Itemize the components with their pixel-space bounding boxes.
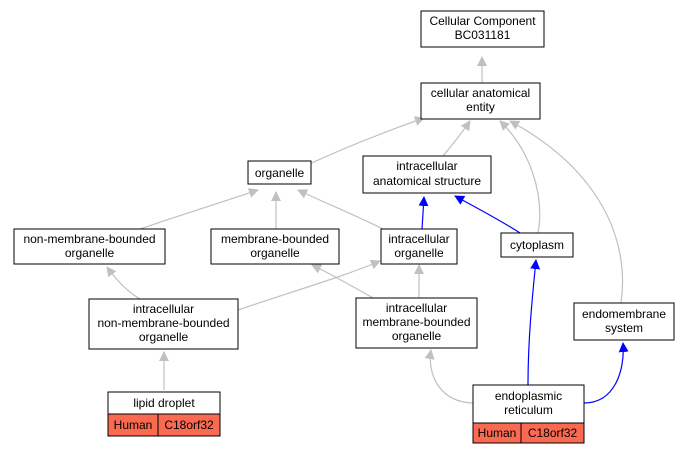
node-non-membrane-bounded-organelle[interactable]: non-membrane-bounded organelle bbox=[13, 228, 166, 265]
node-intracellular-anatomical-structure[interactable]: intracellular anatomical structure bbox=[362, 155, 492, 194]
node-io-line-2: organelle bbox=[394, 246, 444, 260]
edge-er-to-imbo bbox=[424, 349, 474, 404]
lipid-annotation-species: Human bbox=[114, 418, 153, 432]
lipid-annotation-gene: C18orf32 bbox=[164, 418, 214, 432]
node-intracellular-membrane-bounded-organelle[interactable]: intracellular membrane-bounded organelle bbox=[355, 297, 478, 349]
node-membrane-bounded-organelle[interactable]: membrane-bounded organelle bbox=[210, 228, 340, 265]
node-er-line-2: reticulum bbox=[504, 403, 553, 417]
node-organelle-line-1: organelle bbox=[255, 166, 305, 180]
node-er-line-1: endoplasmic bbox=[495, 389, 562, 403]
node-lipid-droplet[interactable]: lipid droplet Human C18orf32 bbox=[107, 391, 221, 437]
node-nmbo-line-1: non-membrane-bounded bbox=[23, 232, 155, 246]
node-io-line-1: intracellular bbox=[388, 232, 449, 246]
node-inmbo-line-2: non-membrane-bounded bbox=[97, 316, 229, 330]
node-root[interactable]: Cellular Component BC031181 bbox=[420, 10, 545, 48]
node-cae-line-2: entity bbox=[466, 100, 495, 114]
node-imbo-line-3: organelle bbox=[392, 329, 442, 343]
node-cae-line-1: cellular anatomical bbox=[431, 86, 530, 100]
edge-inmbo-to-nmbo bbox=[106, 266, 141, 300]
node-lipid-line-1: lipid droplet bbox=[133, 396, 195, 410]
node-ias-line-2: anatomical structure bbox=[373, 174, 481, 188]
edge-io-to-organelle bbox=[297, 189, 384, 230]
node-cytoplasm-line-1: cytoplasm bbox=[510, 238, 564, 252]
edges bbox=[106, 56, 629, 404]
node-organelle[interactable]: organelle bbox=[247, 160, 312, 185]
node-inmbo-line-1: intracellular bbox=[133, 302, 194, 316]
node-endoplasmic-reticulum[interactable]: endoplasmic reticulum Human C18orf32 bbox=[472, 384, 585, 444]
edge-cytoplasm-to-ias bbox=[454, 195, 521, 234]
node-mbo-line-2: organelle bbox=[250, 246, 300, 260]
node-endomembrane-line-2: system bbox=[605, 321, 643, 335]
node-cytoplasm[interactable]: cytoplasm bbox=[500, 232, 574, 258]
node-inmbo-line-3: organelle bbox=[139, 330, 189, 344]
node-endomembrane-system[interactable]: endomembrane system bbox=[573, 302, 675, 341]
edge-nmbo-to-organelle bbox=[139, 188, 259, 230]
er-annotation-species: Human bbox=[478, 426, 517, 440]
edge-imbo-to-mbo bbox=[311, 264, 376, 300]
node-root-line-1: Cellular Component bbox=[429, 14, 536, 28]
node-cellular-anatomical-entity[interactable]: cellular anatomical entity bbox=[420, 82, 541, 120]
edge-endomembrane-to-cae bbox=[509, 120, 624, 304]
edge-io-to-ias bbox=[418, 196, 429, 230]
node-mbo-line-1: membrane-bounded bbox=[221, 232, 329, 246]
node-intracellular-organelle[interactable]: intracellular organelle bbox=[380, 228, 458, 265]
edge-cytoplasm-to-cae bbox=[499, 120, 541, 234]
lipid-annotation-gene-cell bbox=[157, 413, 221, 437]
er-annotation-gene-cell bbox=[520, 422, 585, 444]
er-annotation-gene: C18orf32 bbox=[528, 426, 578, 440]
edge-er-to-endomembrane bbox=[583, 342, 629, 404]
node-endomembrane-line-1: endomembrane bbox=[582, 307, 666, 321]
node-imbo-line-1: intracellular bbox=[386, 301, 447, 315]
edge-er-to-cytoplasm bbox=[527, 259, 541, 386]
edge-ias-to-cae bbox=[442, 120, 471, 157]
edge-organelle-to-cae bbox=[304, 116, 425, 167]
node-root-line-2: BC031181 bbox=[455, 28, 511, 42]
node-ias-line-1: intracellular bbox=[396, 159, 457, 173]
node-intracellular-non-membrane-bounded-organelle[interactable]: intracellular non-membrane-bounded organ… bbox=[88, 298, 239, 350]
node-nmbo-line-2: organelle bbox=[65, 246, 115, 260]
edge-inmbo-to-io bbox=[237, 259, 381, 311]
node-imbo-line-2: membrane-bounded bbox=[362, 315, 470, 329]
